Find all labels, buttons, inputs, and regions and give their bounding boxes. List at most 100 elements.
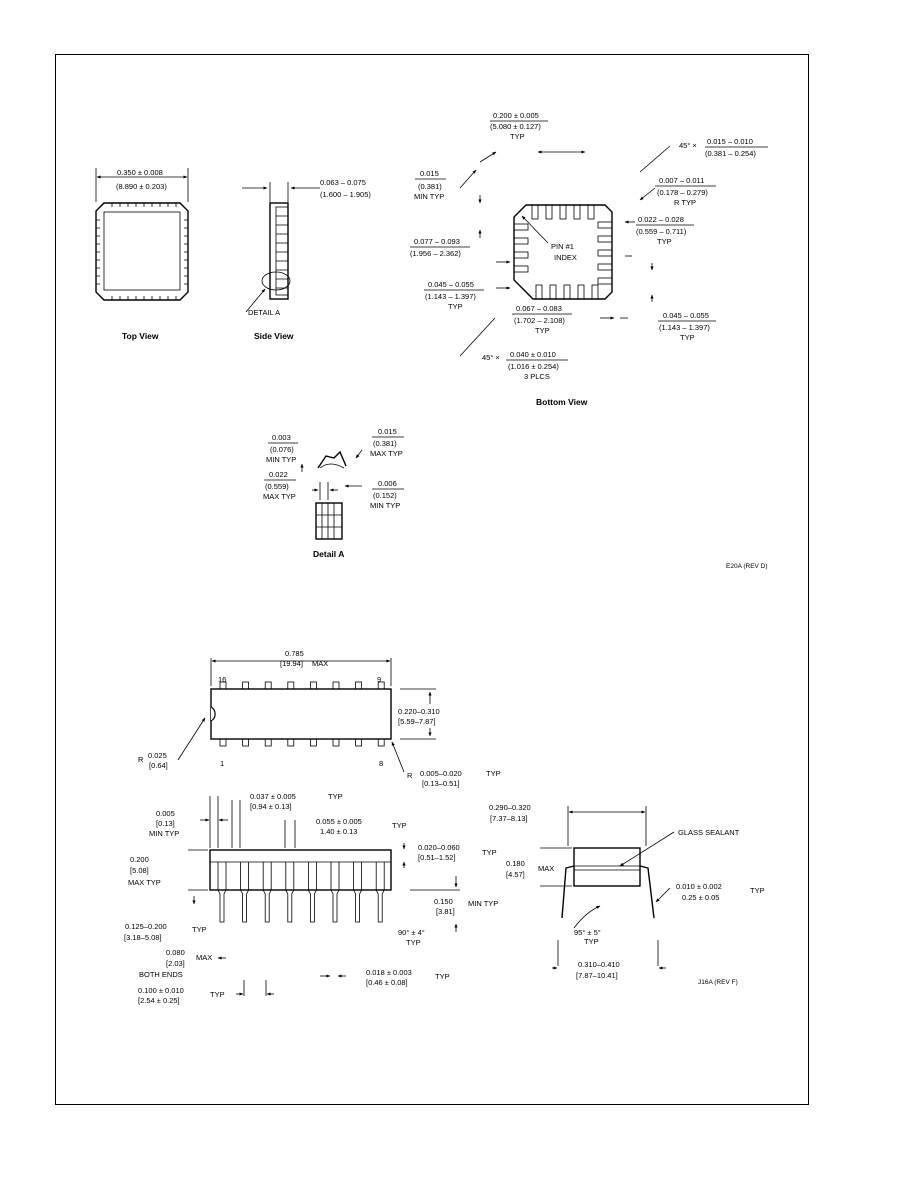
bv-dim10-angle: 45° × [482, 353, 500, 362]
dip-pin-top-view [219, 681, 227, 690]
dip-pin-1: 1 [220, 759, 224, 768]
dip-pin-top-view [355, 681, 363, 690]
bv-dim2-mm: (0.381 – 0.254) [705, 149, 756, 158]
dip-pin-top-view [332, 681, 340, 690]
bv-dim9-mm: (1.143 – 1.397) [659, 323, 710, 332]
side-dim11-mm: [2.54 ± 0.25] [138, 996, 180, 1005]
bv-dim1-typ: TYP [510, 132, 525, 141]
end-dim6-inch: 0.310–0.410 [578, 960, 620, 969]
side-dim10-typ: TYP [435, 972, 450, 981]
side-dim6-typ: MIN TYP [468, 899, 498, 908]
da-dim3-typ: MAX TYP [263, 492, 296, 501]
bv-dim3-typ: MIN TYP [414, 192, 444, 201]
da-dim2-inch: 0.015 [378, 427, 397, 436]
dip-pin-side-view [285, 862, 295, 923]
side-dim4-typ: TYP [482, 848, 497, 857]
dip-pin-top-view [287, 681, 295, 690]
side-dim9-inch: 0.080 [166, 948, 185, 957]
dip-pin-side-view [308, 862, 317, 923]
plcc-drawing-number: E20A (REV D) [726, 563, 768, 570]
side-dim2-typ: TYP [328, 792, 343, 801]
dip-pin-top-view [242, 738, 250, 747]
dip-top-view: 0.785 [19.94] MAX 16 9 1 8 0.220–0.310 [… [138, 649, 501, 788]
plcc-bottom-view: PIN #1 INDEX 0.200 ± 0.005 (5.080 ± 0.12… [410, 111, 768, 407]
end-dim3-inch: 0.180 [506, 859, 525, 868]
top-view-dim-inch: 0.350 ± 0.008 [117, 168, 163, 177]
dip-notch-r: R [138, 755, 144, 764]
dip-end-view: 0.290–0.320 [7.37–8.13] GLASS SEALANT 0.… [489, 803, 765, 980]
dip-pin-8: 8 [379, 759, 383, 768]
dip-pin-side-view [353, 862, 362, 923]
side-view-dim-mm: (1.600 – 1.905) [320, 190, 371, 199]
side-view-caption: Side View [254, 331, 294, 341]
dip-corner-mm: [0.13–0.51] [422, 779, 460, 788]
bv-dim5-typ: TYP [657, 237, 672, 246]
plcc-top-view: 0.350 ± 0.008 (8.890 ± 0.203) Top View [95, 168, 189, 341]
side-dim11-typ: TYP [210, 990, 225, 999]
dip-drawing-number: J16A (REV F) [698, 979, 738, 986]
dip-pin-top-view [377, 681, 385, 690]
bv-dim6-inch: 0.077 – 0.093 [414, 237, 460, 246]
da-dim4-typ: MIN TYP [370, 501, 400, 510]
end-dim3-max: MAX [538, 864, 554, 873]
dip-width-inch: 0.220–0.310 [398, 707, 440, 716]
dip-pin-top-view [377, 738, 385, 747]
plcc-detail-a: 0.003 (0.076) MIN TYP 0.015 (0.381) MAX … [263, 427, 404, 559]
bottom-view-caption: Bottom View [536, 397, 588, 407]
da-dim2-mm: (0.381) [373, 439, 397, 448]
bv-dim7-typ: TYP [448, 302, 463, 311]
side-dim3-typ: TYP [392, 821, 407, 830]
da-dim1-mm: (0.076) [270, 445, 294, 454]
bv-dim3-inch: 0.015 [420, 169, 439, 178]
side-dim9-max: MAX [196, 953, 212, 962]
dip-side-view: 0.005 [0.13] MIN TYP 0.037 ± 0.005 TYP [… [124, 792, 498, 1005]
bv-dim1-inch: 0.200 ± 0.005 [493, 111, 539, 120]
side-dim4-mm: [0.51–1.52] [418, 853, 456, 862]
pin-index-line2: INDEX [554, 253, 577, 262]
end-dim3-mm: [4.57] [506, 870, 525, 879]
da-dim2-typ: MAX TYP [370, 449, 403, 458]
dip-notch-inch: 0.025 [148, 751, 167, 760]
plcc-side-view: 0.063 – 0.075 (1.600 – 1.905) DETAIL A S… [242, 178, 371, 341]
dip-width-mm: [5.59–7.87] [398, 717, 436, 726]
side-dim3-inch: 0.055 ± 0.005 [316, 817, 362, 826]
bv-dim8-inch: 0.067 – 0.083 [516, 304, 562, 313]
side-dim6-inch: 0.150 [434, 897, 453, 906]
da-dim4-inch: 0.006 [378, 479, 397, 488]
dip-pin-side-view [240, 862, 249, 923]
side-dim10-inch: 0.018 ± 0.003 [366, 968, 412, 977]
dip-corner-inch: 0.005–0.020 [420, 769, 462, 778]
side-dim9-mm: [2.03] [166, 959, 185, 968]
bv-dim2-inch: 0.015 – 0.010 [707, 137, 753, 146]
side-dim4-inch: 0.020–0.060 [418, 843, 460, 852]
bv-dim7-mm: (1.143 – 1.397) [425, 292, 476, 301]
end-dim1-inch: 0.290–0.320 [489, 803, 531, 812]
bv-dim1-mm: (5.080 ± 0.127) [490, 122, 541, 131]
side-dim7-typ: TYP [192, 925, 207, 934]
dip-notch-mm: [0.64] [149, 761, 168, 770]
dip-length-mm: [19.94] [280, 659, 303, 668]
end-dim6-mm: [7.87–10.41] [576, 971, 618, 980]
bv-dim6-mm: (1.956 – 2.362) [410, 249, 461, 258]
bv-dim5-mm: (0.559 – 0.711) [636, 227, 687, 236]
side-view-dim-inch: 0.063 – 0.075 [320, 178, 366, 187]
bv-dim4-inch: 0.007 – 0.011 [659, 176, 704, 185]
dip-length-inch: 0.785 [285, 649, 304, 658]
side-dim1-mm: [0.13] [156, 819, 175, 828]
side-dim8-typ: TYP [406, 938, 421, 947]
dip-pin-top-view [355, 738, 363, 747]
da-dim1-typ: MIN TYP [266, 455, 296, 464]
detail-a-callout: DETAIL A [248, 308, 280, 317]
bv-dim9-inch: 0.045 – 0.055 [663, 311, 709, 320]
side-dim7-inch: 0.125–0.200 [125, 922, 167, 931]
bv-dim8-typ: TYP [535, 326, 550, 335]
dip-length-max: MAX [312, 659, 328, 668]
side-dim9-note: BOTH ENDS [139, 970, 183, 979]
detail-a-caption: Detail A [313, 549, 344, 559]
glass-sealant-label: GLASS SEALANT [678, 828, 740, 837]
side-dim8-angle: 90° ± 4° [398, 928, 425, 937]
dip-pin-side-view [262, 862, 272, 923]
dip-pin-16: 16 [218, 675, 226, 684]
dip-pin-top-view [309, 738, 317, 747]
